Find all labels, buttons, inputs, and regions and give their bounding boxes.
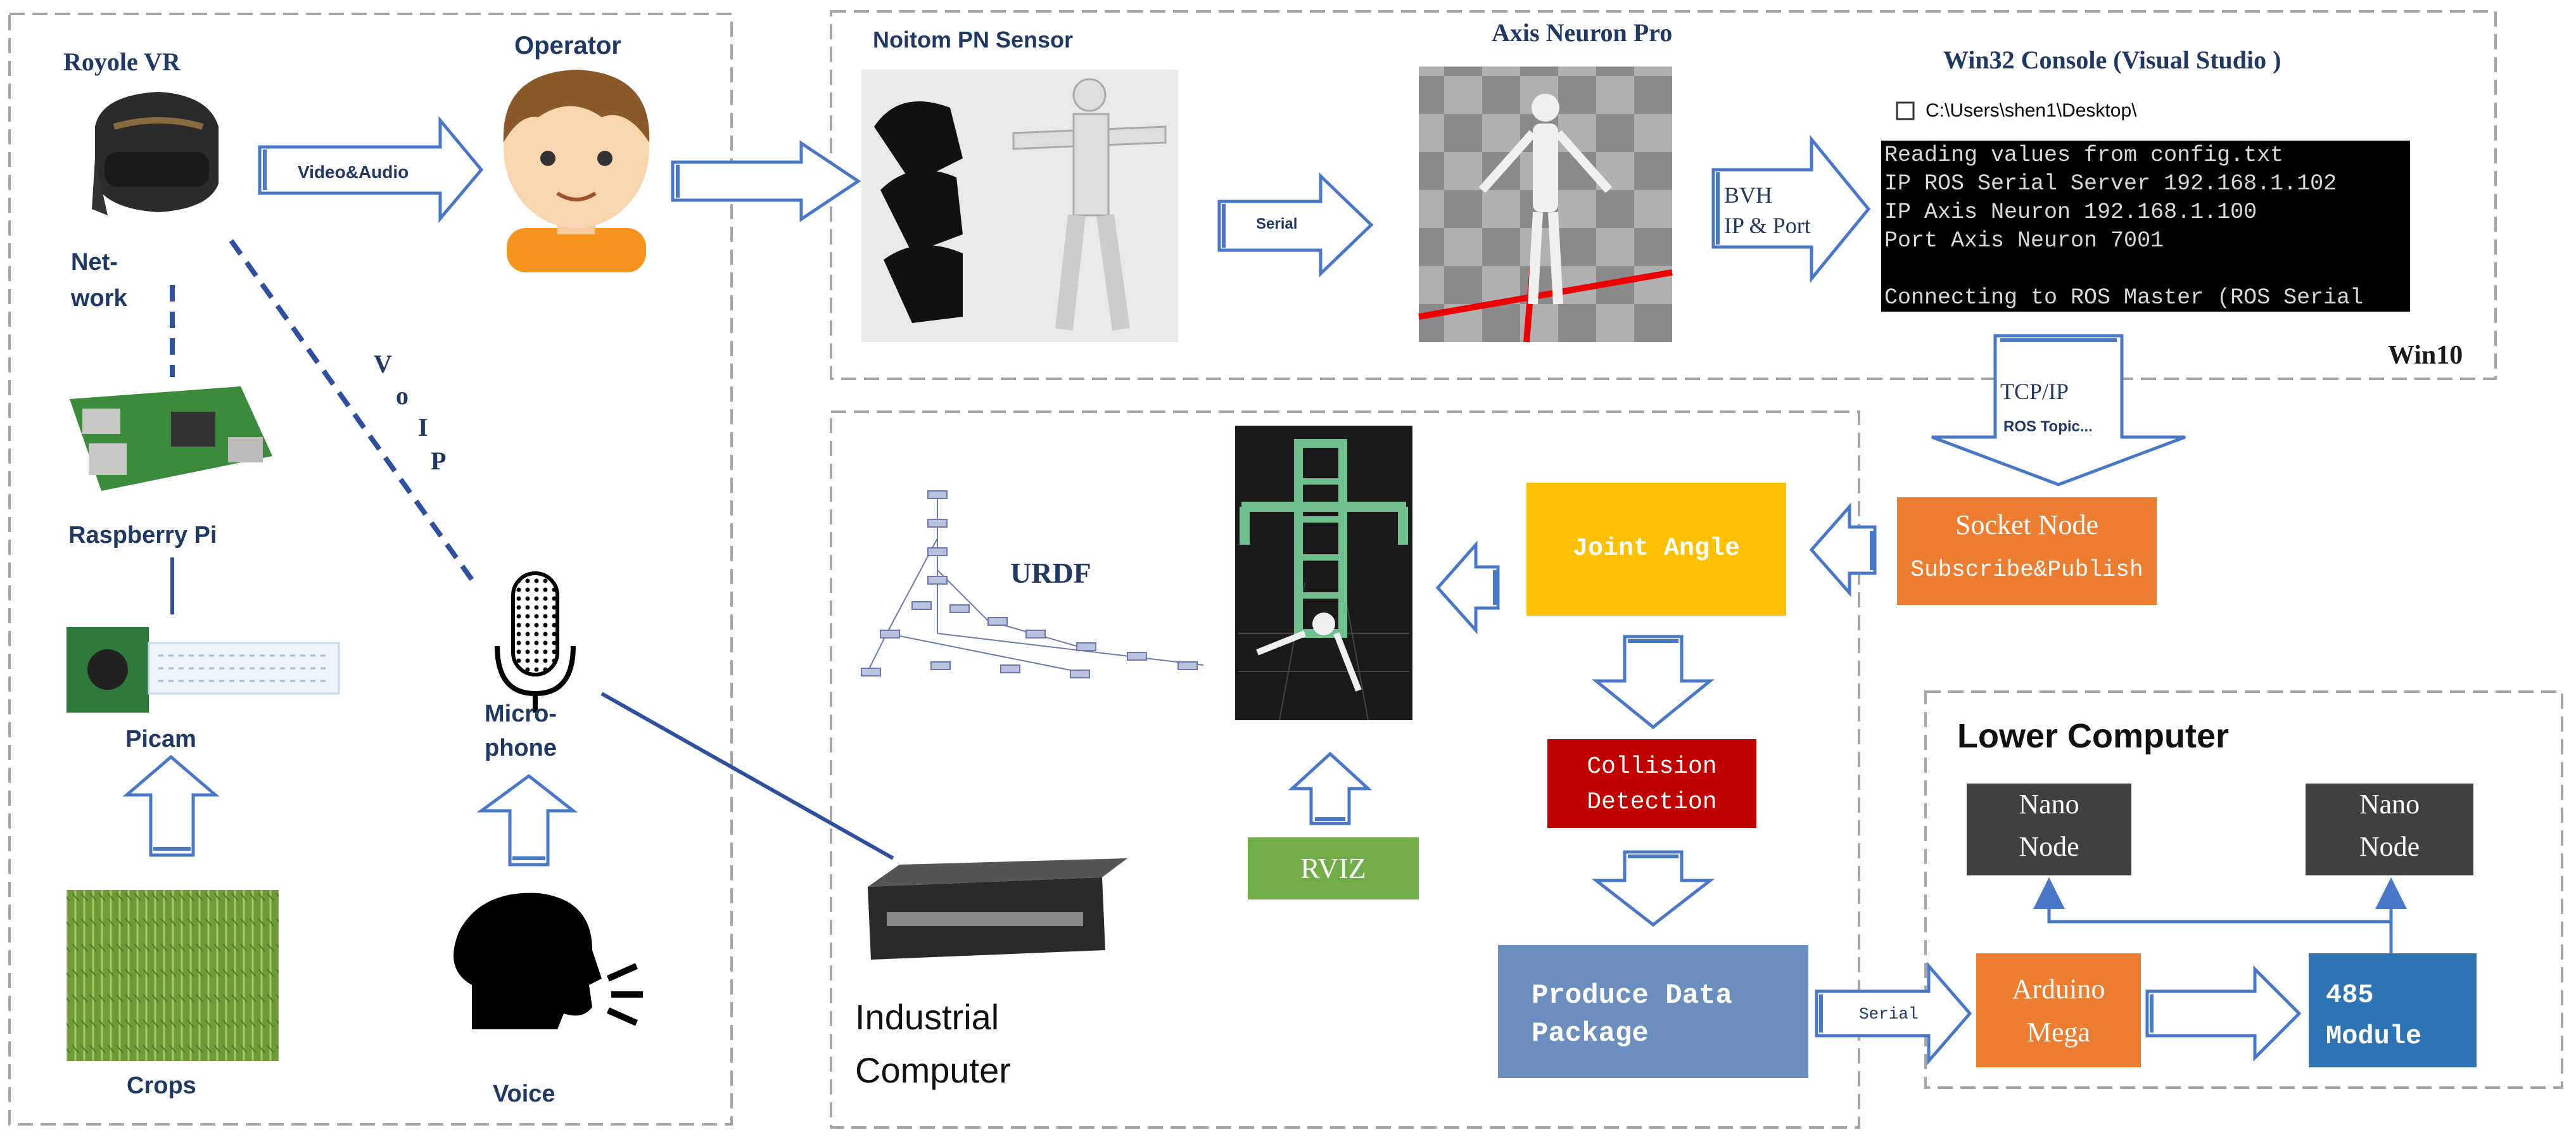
serial-label-win10: Serial — [1256, 215, 1298, 232]
arduino-label-line2: Mega — [2026, 1017, 2091, 1048]
nano-node-right-line1: Nano — [2359, 789, 2420, 820]
crops-image — [67, 890, 279, 1061]
microphone-label-line1: Micro- — [485, 701, 557, 727]
serial-label-industrial: Serial — [1859, 1005, 1919, 1024]
joint-angle-label: Joint Angle — [1572, 535, 1741, 563]
nano-node-left-box — [1967, 784, 2131, 875]
console-title: Win32 Console (Visual Studio ) — [1943, 46, 2281, 74]
sensor-image — [861, 70, 1178, 342]
console-line-4: Port Axis Neuron 7001 — [1884, 228, 2164, 253]
produce-data-box — [1498, 945, 1808, 1078]
console-path: C:\Users\shen1\Desktop\ — [1926, 100, 2137, 121]
arduino-label-line1: Arduino — [2012, 974, 2105, 1005]
picam-label: Picam — [125, 726, 196, 753]
urdf-tree-image — [861, 490, 1204, 678]
voip-letter-p: P — [431, 447, 447, 475]
operator-avatar — [503, 70, 650, 272]
raspberry-pi-image — [70, 386, 272, 491]
tcp-ip-label: TCP/IP — [2000, 379, 2069, 404]
socket-node-label-line2: Subscribe&Publish — [1910, 557, 2143, 583]
ros-topic-label: ROS Topic... — [2003, 418, 2093, 435]
voip-link — [229, 239, 474, 581]
console-line-1: Reading values from config.txt — [1884, 143, 2284, 168]
urdf-label: URDF — [1010, 557, 1091, 589]
bvh-label-line1: BVH — [1724, 182, 1773, 208]
rviz-robot-image — [1235, 426, 1412, 721]
network-label-line1: Net- — [71, 249, 118, 276]
joint-angle-box — [1526, 483, 1786, 616]
sensor-title: Noitom PN Sensor — [873, 27, 1074, 53]
microphone-label-line2: phone — [485, 735, 557, 761]
console-window — [1881, 95, 2413, 312]
nano-node-right-line2: Node — [2359, 831, 2420, 862]
module-485-label-line2: Module — [2326, 1021, 2422, 1051]
rviz-label: RVIZ — [1300, 852, 1366, 884]
console-line-3: IP Axis Neuron 192.168.1.100 — [1884, 200, 2257, 225]
produce-data-label-line2: Package — [1532, 1018, 1649, 1050]
video-audio-label: Video&Audio — [298, 162, 409, 182]
win10-label: Win10 — [2388, 341, 2463, 370]
voip-letter-o: o — [396, 381, 409, 410]
voip-letter-i: I — [418, 413, 428, 441]
bvh-label-line2: IP & Port — [1724, 213, 1811, 238]
nano-node-left-line1: Nano — [2019, 789, 2079, 820]
module-485-label-line1: 485 — [2326, 980, 2374, 1010]
arduino-mega-box — [1976, 953, 2141, 1067]
lower-connectors — [2033, 877, 2407, 953]
axis-neuron-title: Axis Neuron Pro — [1492, 18, 1673, 47]
collision-detection-box — [1547, 739, 1756, 828]
collision-label-line2: Detection — [1587, 789, 1717, 816]
operator-label: Operator — [514, 32, 621, 60]
voice-label: Voice — [493, 1081, 555, 1107]
rviz-box — [1248, 837, 1419, 899]
module-485-box — [2309, 953, 2477, 1067]
lower-computer-title: Lower Computer — [1957, 717, 2230, 755]
socket-node-label-line1: Socket Node — [1955, 509, 2099, 540]
industrial-computer-image — [868, 858, 1127, 960]
produce-data-label-line1: Produce Data — [1532, 980, 1732, 1012]
socket-node-box — [1897, 497, 2157, 605]
console-line-6: Connecting to ROS Master (ROS Serial — [1884, 285, 2364, 310]
microphone-icon — [495, 571, 576, 713]
nano-node-left-line2: Node — [2019, 831, 2079, 862]
royole-vr-label: Royole VR — [63, 48, 181, 76]
network-label-line2: work — [71, 285, 127, 312]
vr-headset-image — [92, 92, 219, 215]
panel-lower — [1924, 690, 2563, 1089]
arrows-industrial — [1288, 502, 1972, 1065]
console-line-2: IP ROS Serial Server 192.168.1.102 — [1884, 171, 2337, 196]
voip-letter-v: V — [374, 350, 392, 378]
collision-label-line1: Collision — [1587, 753, 1717, 780]
raspberry-pi-label: Raspberry Pi — [68, 522, 217, 549]
industrial-computer-label-line1: Industrial — [855, 997, 999, 1037]
axis-neuron-image — [1418, 67, 1673, 343]
crops-label: Crops — [127, 1072, 196, 1099]
panel-left — [8, 13, 733, 1126]
arrows-left — [122, 116, 861, 867]
industrial-computer-label-line2: Computer — [855, 1050, 1011, 1090]
nano-node-right-box — [2306, 784, 2473, 875]
arrows-win10 — [1217, 134, 2186, 486]
voice-icon — [454, 892, 643, 1029]
microphone-link — [600, 692, 894, 860]
panel-industrial — [830, 410, 1860, 1129]
picam-image — [67, 627, 340, 713]
